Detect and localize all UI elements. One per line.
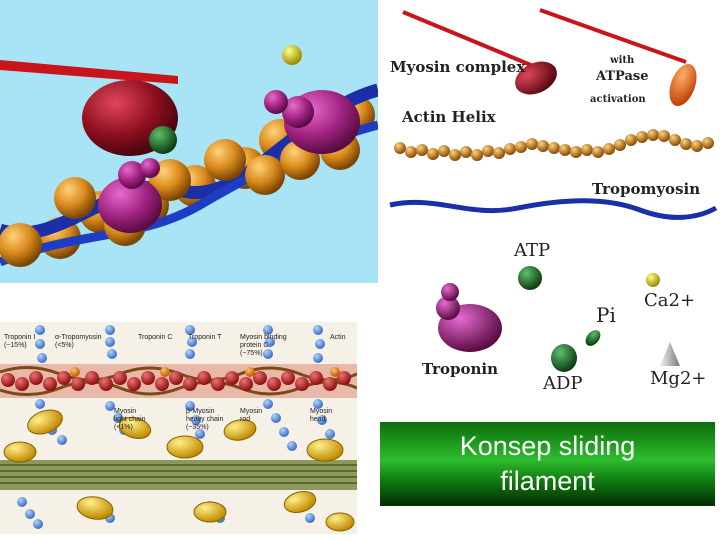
actomyosin-3d-model	[0, 0, 378, 283]
label-troponin-c: Troponin C	[138, 334, 173, 341]
actin-beads-schematic	[1, 371, 351, 391]
troponin-complex-schematic	[70, 367, 340, 377]
atpase-myosin-icon	[669, 63, 697, 107]
myosin-heads-schematic	[3, 409, 355, 532]
label-atpase: ATPase	[596, 69, 649, 84]
actomyosin-3d-illustration	[0, 45, 378, 267]
caption-line-1: Konsep sliding	[459, 431, 636, 461]
sarcomere-schematic: Troponin I(~15%) α-Tropomyosin(<5%) Trop…	[0, 322, 357, 534]
tropomyosin-icon	[389, 198, 718, 220]
label-with: with	[610, 55, 635, 66]
thick-filament-lines	[0, 464, 357, 484]
actin-helix-icon	[394, 129, 714, 161]
label-adp: ADP	[543, 373, 583, 394]
adp-icon	[551, 344, 577, 372]
label-actin-helix: Actin Helix	[402, 108, 496, 126]
label-tropomyosin: Tropomyosin	[592, 180, 701, 198]
label-alpha-tropomyosin: α-Tropomyosin(<5%)	[55, 334, 102, 349]
caption-text: Konsep sliding filament	[418, 429, 678, 499]
legend-panel: Myosin complex with ATPase activation Ac…	[378, 0, 720, 420]
calcium-ion-3d	[282, 45, 302, 65]
myosin-complex-lever	[402, 10, 539, 70]
label-activation: activation	[590, 94, 646, 105]
calcium-icon	[646, 273, 660, 287]
label-ca: Ca2+	[644, 290, 696, 311]
label-pi: Pi	[596, 303, 616, 327]
label-troponin-t: Troponin T	[188, 334, 222, 341]
legend-shapes	[389, 8, 718, 372]
schematic-illustration	[0, 325, 357, 532]
label-troponin-i: Troponin I(~15%)	[4, 334, 36, 349]
label-troponin: Troponin	[422, 360, 498, 378]
troponin-3d	[98, 90, 360, 233]
atp-bound-3d	[149, 126, 177, 154]
atp-icon	[518, 266, 542, 290]
label-mg: Mg2+	[650, 368, 707, 389]
caption-line-2: filament	[500, 466, 595, 496]
myosin-lever-arm	[0, 60, 178, 84]
label-myosin-complex: Myosin complex	[390, 58, 526, 76]
troponin-icon	[436, 283, 502, 352]
label-actin: Actin	[330, 334, 346, 341]
myosin-complex-icon	[515, 61, 557, 95]
caption-box: Konsep sliding filament	[380, 422, 715, 506]
magnesium-icon	[660, 342, 680, 366]
pi-icon	[585, 330, 601, 346]
label-atp: ATP	[514, 240, 551, 261]
